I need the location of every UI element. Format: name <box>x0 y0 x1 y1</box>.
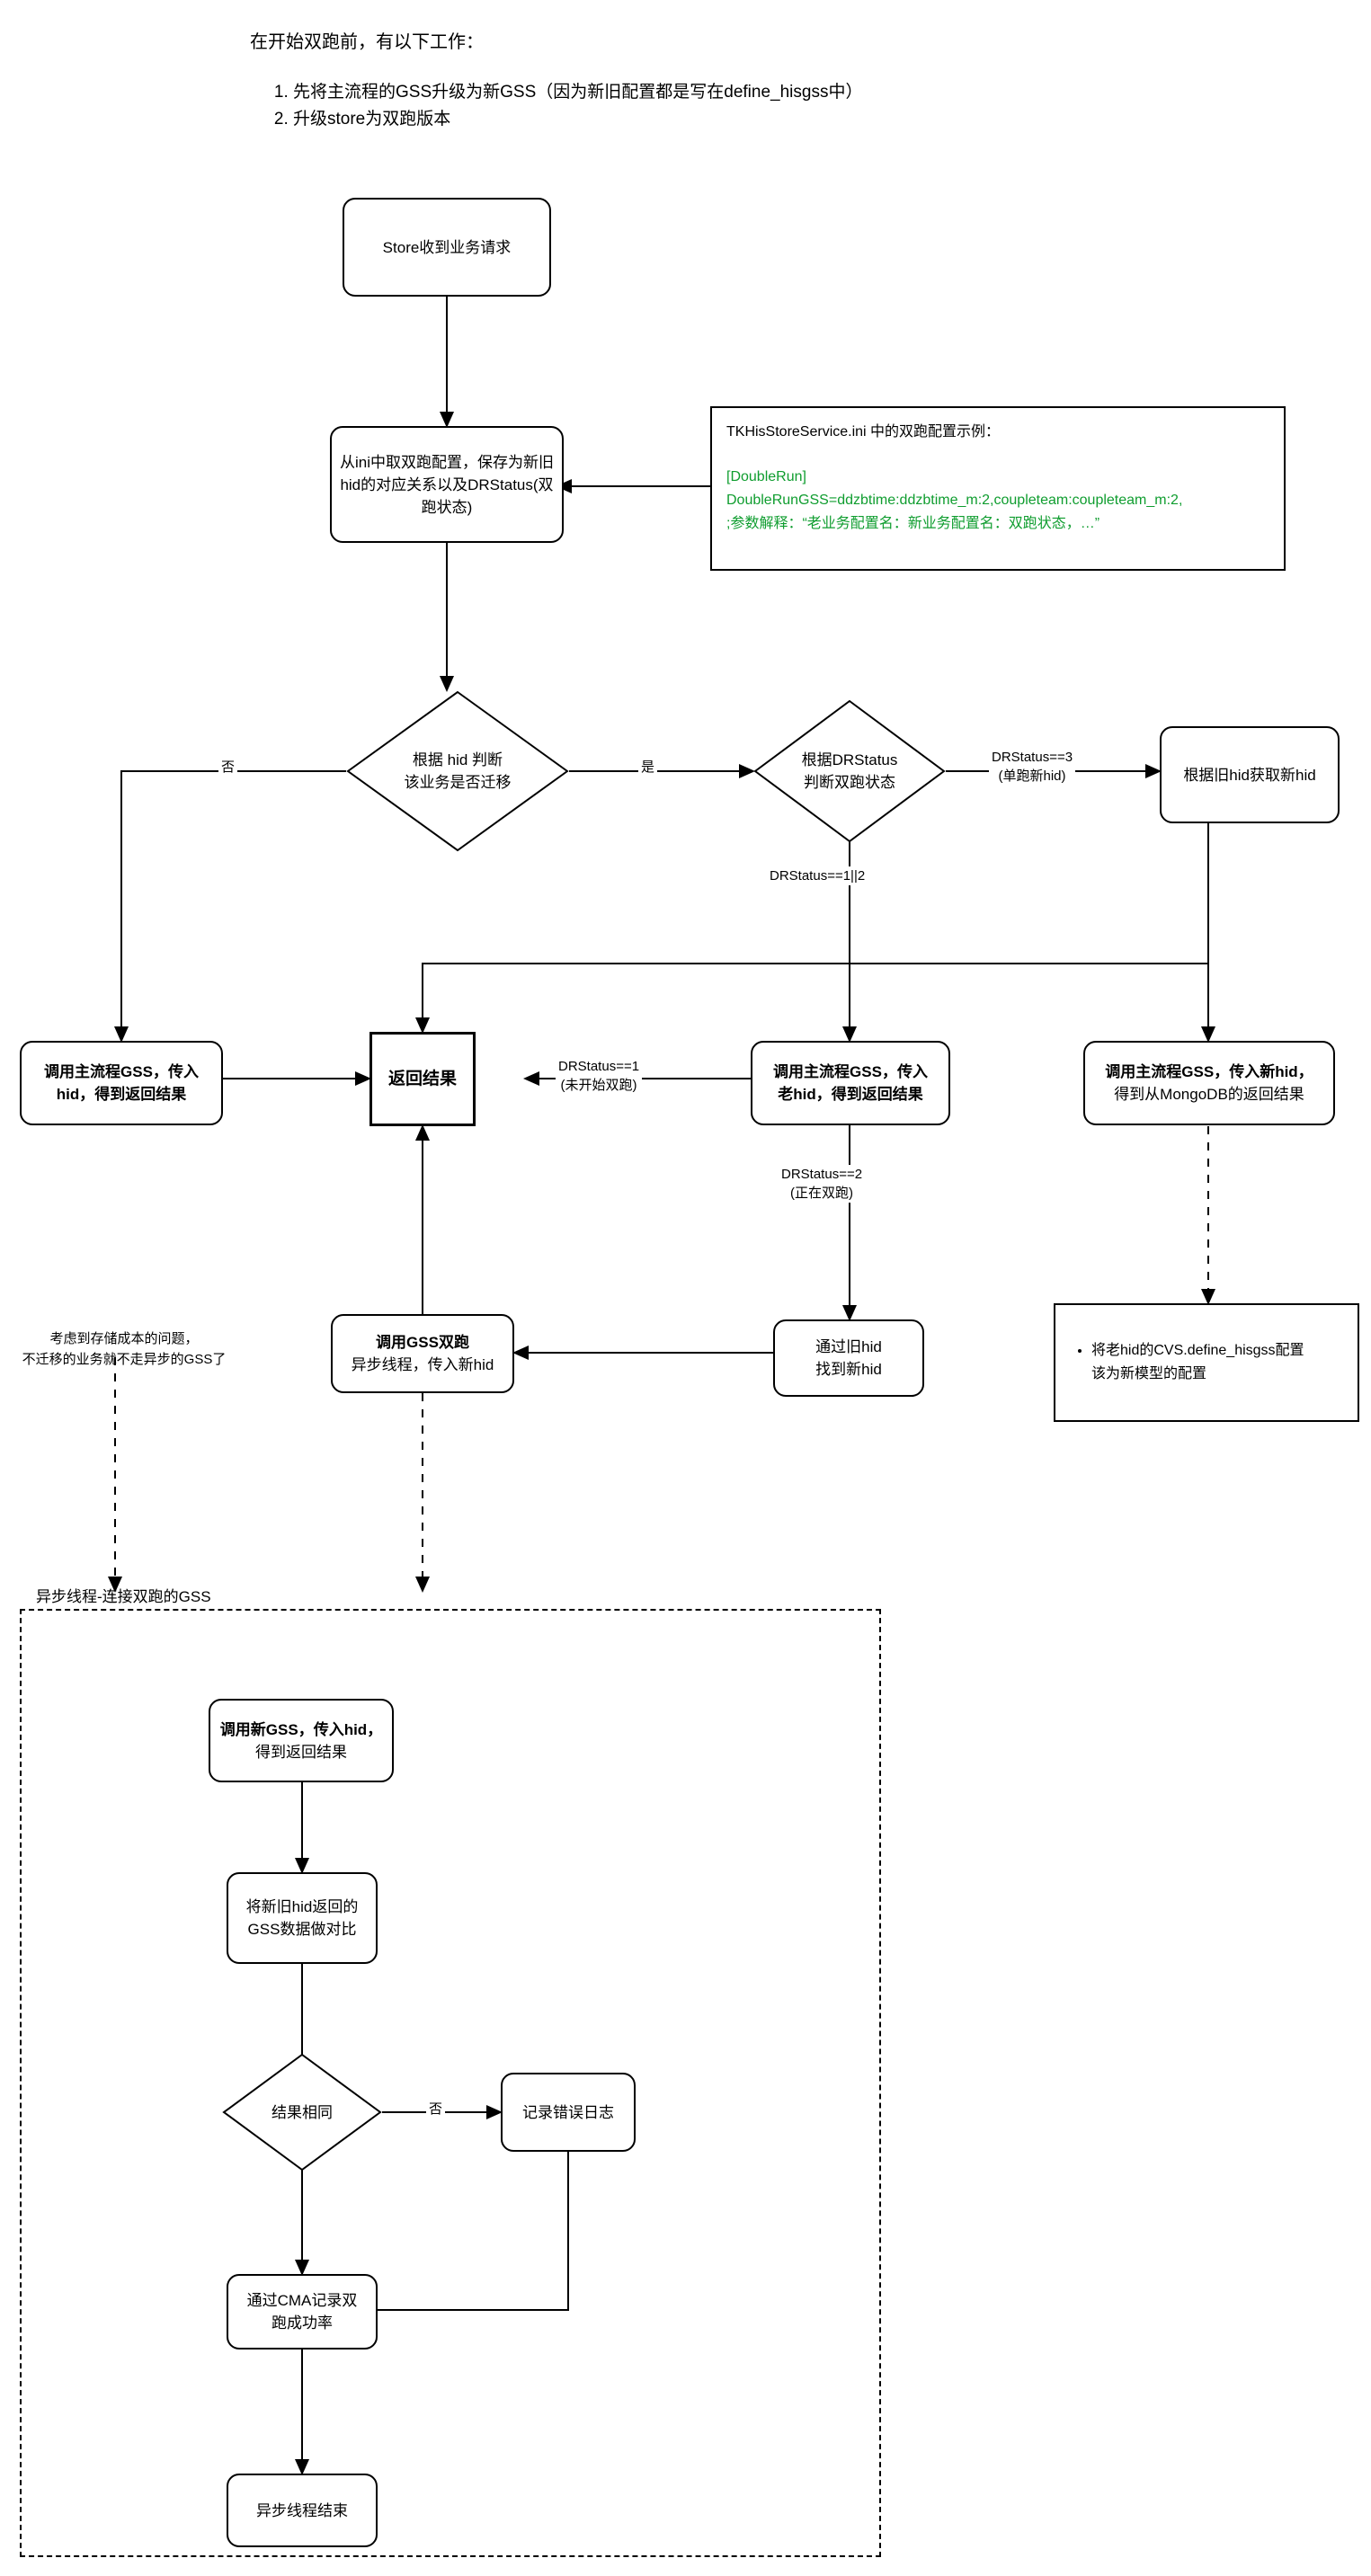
node-find-new-hid-label: 通过旧hid 找到新hid <box>815 1338 882 1378</box>
node-return-result-label: 返回结果 <box>387 1070 457 1088</box>
node-call-gss-old-hid[interactable]: 调用主流程GSS，传入 老hid，得到返回结果 <box>751 1041 950 1125</box>
node-async-call-new-gss-label: 调用新GSS，传入hid， 得到返回结果 <box>219 1720 383 1761</box>
intro-title: 在开始双跑前，有以下工作： <box>250 32 484 52</box>
node-call-gss-hid-label: 调用主流程GSS，传入 hid，得到返回结果 <box>44 1063 199 1103</box>
edge-label-yes-migrate: 是 <box>638 758 658 777</box>
edge-label-drstatus-1: DRStatus==1 (未开始双跑) <box>556 1057 643 1095</box>
edge-label-no-migrate: 否 <box>218 758 238 777</box>
note-cvs-config-item: 将老hid的CVS.define_hisgss配置 该为新模型的配置 <box>1091 1339 1304 1386</box>
note-cvs-config-list: 将老hid的CVS.define_hisgss配置 该为新模型的配置 <box>1070 1339 1304 1386</box>
edge-label-async-no: 否 <box>426 2100 446 2119</box>
node-async-compare-label: 将新旧hid返回的 GSS数据做对比 <box>245 1898 359 1938</box>
node-async-cma-label: 通过CMA记录双 跑成功率 <box>246 2292 358 2332</box>
node-return-result[interactable]: 返回结果 <box>369 1032 476 1126</box>
node-get-new-hid-label: 根据旧hid获取新hid <box>1183 766 1316 784</box>
diamond-shape <box>222 2053 382 2172</box>
node-read-ini-label: 从ini中取双跑配置，保存为新旧hid的对应关系以及DRStatus(双跑状态) <box>339 453 554 516</box>
node-async-end[interactable]: 异步线程结束 <box>227 2474 378 2547</box>
note-config-line: DoubleRunGSS=ddzbtime:ddzbtime_m:2,coupl… <box>726 493 1183 508</box>
node-async-end-label: 异步线程结束 <box>256 2501 348 2519</box>
node-call-gss-double-run[interactable]: 调用GSS双跑 异步线程，传入新hid <box>331 1314 514 1393</box>
node-read-ini[interactable]: 从ini中取双跑配置，保存为新旧hid的对应关系以及DRStatus(双跑状态) <box>330 426 564 543</box>
node-store-request-label: Store收到业务请求 <box>382 238 512 256</box>
node-async-compare[interactable]: 将新旧hid返回的 GSS数据做对比 <box>227 1872 378 1964</box>
node-async-cma[interactable]: 通过CMA记录双 跑成功率 <box>227 2274 378 2349</box>
decision-async-same-result[interactable]: 结果相同 <box>222 2053 382 2172</box>
node-async-log-error[interactable]: 记录错误日志 <box>501 2073 636 2152</box>
intro-list-item: 升级store为双跑版本 <box>293 106 862 133</box>
decision-is-migrated[interactable]: 根据 hid 判断 该业务是否迁移 <box>346 690 569 852</box>
edge-label-drstatus-1-or-2: DRStatus==1||2 <box>767 866 868 885</box>
note-config-example: TKHisStoreService.ini 中的双跑配置示例： [DoubleR… <box>710 406 1286 571</box>
node-find-new-hid[interactable]: 通过旧hid 找到新hid <box>773 1319 924 1397</box>
node-call-gss-new-hid-label: 调用主流程GSS，传入新hid， 得到从MongoDB的返回结果 <box>1105 1063 1313 1103</box>
edge-label-drstatus-3: DRStatus==3 (单跑新hid) <box>989 748 1076 786</box>
diamond-shape <box>753 699 946 843</box>
note-config-line: ;参数解释：“老业务配置名：新业务配置名：双跑状态，…” <box>726 516 1100 531</box>
node-call-gss-double-run-label: 调用GSS双跑 异步线程，传入新hid <box>351 1334 494 1373</box>
note-config-line: [DoubleRun] <box>726 469 806 484</box>
intro-list-item: 先将主流程的GSS升级为新GSS（因为新旧配置都是写在define_hisgss… <box>293 79 862 106</box>
subgraph-async-thread-title: 异步线程-连接双跑的GSS <box>32 1586 215 1608</box>
subgraph-async-thread <box>20 1609 881 2557</box>
diamond-shape <box>346 690 569 852</box>
node-store-request[interactable]: Store收到业务请求 <box>343 198 551 297</box>
annotation-storage-cost: 考虑到存储成本的问题， 不迁移的业务就不走异步的GSS了 <box>22 1331 227 1367</box>
edge-label-drstatus-2: DRStatus==2 (正在双跑) <box>779 1165 866 1203</box>
note-config-title: TKHisStoreService.ini 中的双跑配置示例： <box>726 424 1001 440</box>
node-async-log-error-label: 记录错误日志 <box>522 2103 614 2121</box>
node-call-gss-new-hid[interactable]: 调用主流程GSS，传入新hid， 得到从MongoDB的返回结果 <box>1083 1041 1335 1125</box>
note-cvs-config: 将老hid的CVS.define_hisgss配置 该为新模型的配置 <box>1054 1303 1359 1422</box>
node-async-call-new-gss[interactable]: 调用新GSS，传入hid， 得到返回结果 <box>209 1699 394 1782</box>
node-get-new-hid[interactable]: 根据旧hid获取新hid <box>1160 726 1340 823</box>
node-call-gss-hid[interactable]: 调用主流程GSS，传入 hid，得到返回结果 <box>20 1041 223 1125</box>
node-call-gss-old-hid-label: 调用主流程GSS，传入 老hid，得到返回结果 <box>773 1063 928 1103</box>
intro-list: 先将主流程的GSS升级为新GSS（因为新旧配置都是写在define_hisgss… <box>270 79 862 133</box>
decision-drstatus[interactable]: 根据DRStatus 判断双跑状态 <box>753 699 946 843</box>
